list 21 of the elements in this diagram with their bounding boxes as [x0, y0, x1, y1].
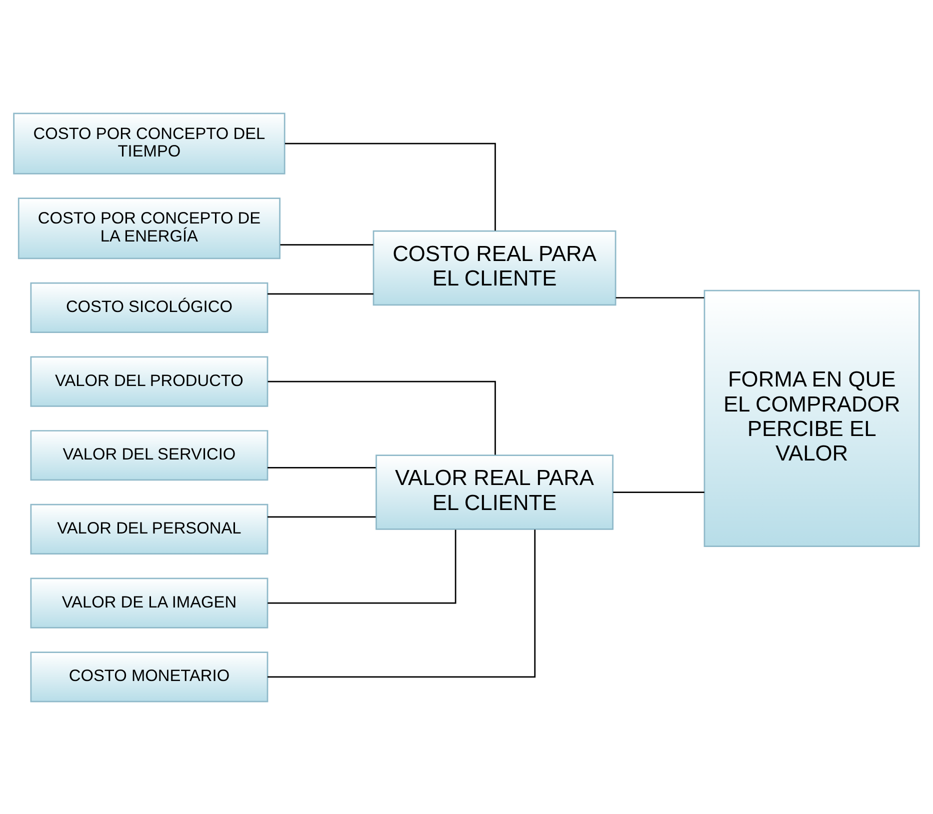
node-box: VALOR REAL PARA EL CLIENTE [376, 454, 614, 530]
connector [268, 529, 536, 678]
connector [268, 466, 376, 468]
node-box: VALOR DE LA IMAGEN [30, 577, 268, 628]
node-box: VALOR DEL SERVICIO [30, 430, 268, 480]
connector [268, 516, 376, 518]
connector [616, 296, 704, 298]
connector [268, 380, 496, 454]
connector [613, 491, 704, 492]
node-box: COSTO POR CONCEPTO DEL TIEMPO [13, 112, 286, 174]
connector [284, 142, 496, 230]
connector [268, 292, 374, 294]
node-box: COSTO POR CONCEPTO DE LA ENERGÍA [18, 197, 280, 259]
node-box: COSTO SICOLÓGICO [30, 282, 268, 332]
connector [268, 529, 456, 604]
connector [280, 244, 374, 245]
node-box: COSTO MONETARIO [30, 651, 268, 702]
node-box: COSTO REAL PARA EL CLIENTE [372, 230, 616, 306]
node-box: VALOR DEL PRODUCTO [30, 356, 268, 406]
node-box: VALOR DEL PERSONAL [30, 503, 268, 554]
node-box: FORMA EN QUE EL COMPRADOR PERCIBE EL VALOR [704, 289, 920, 546]
